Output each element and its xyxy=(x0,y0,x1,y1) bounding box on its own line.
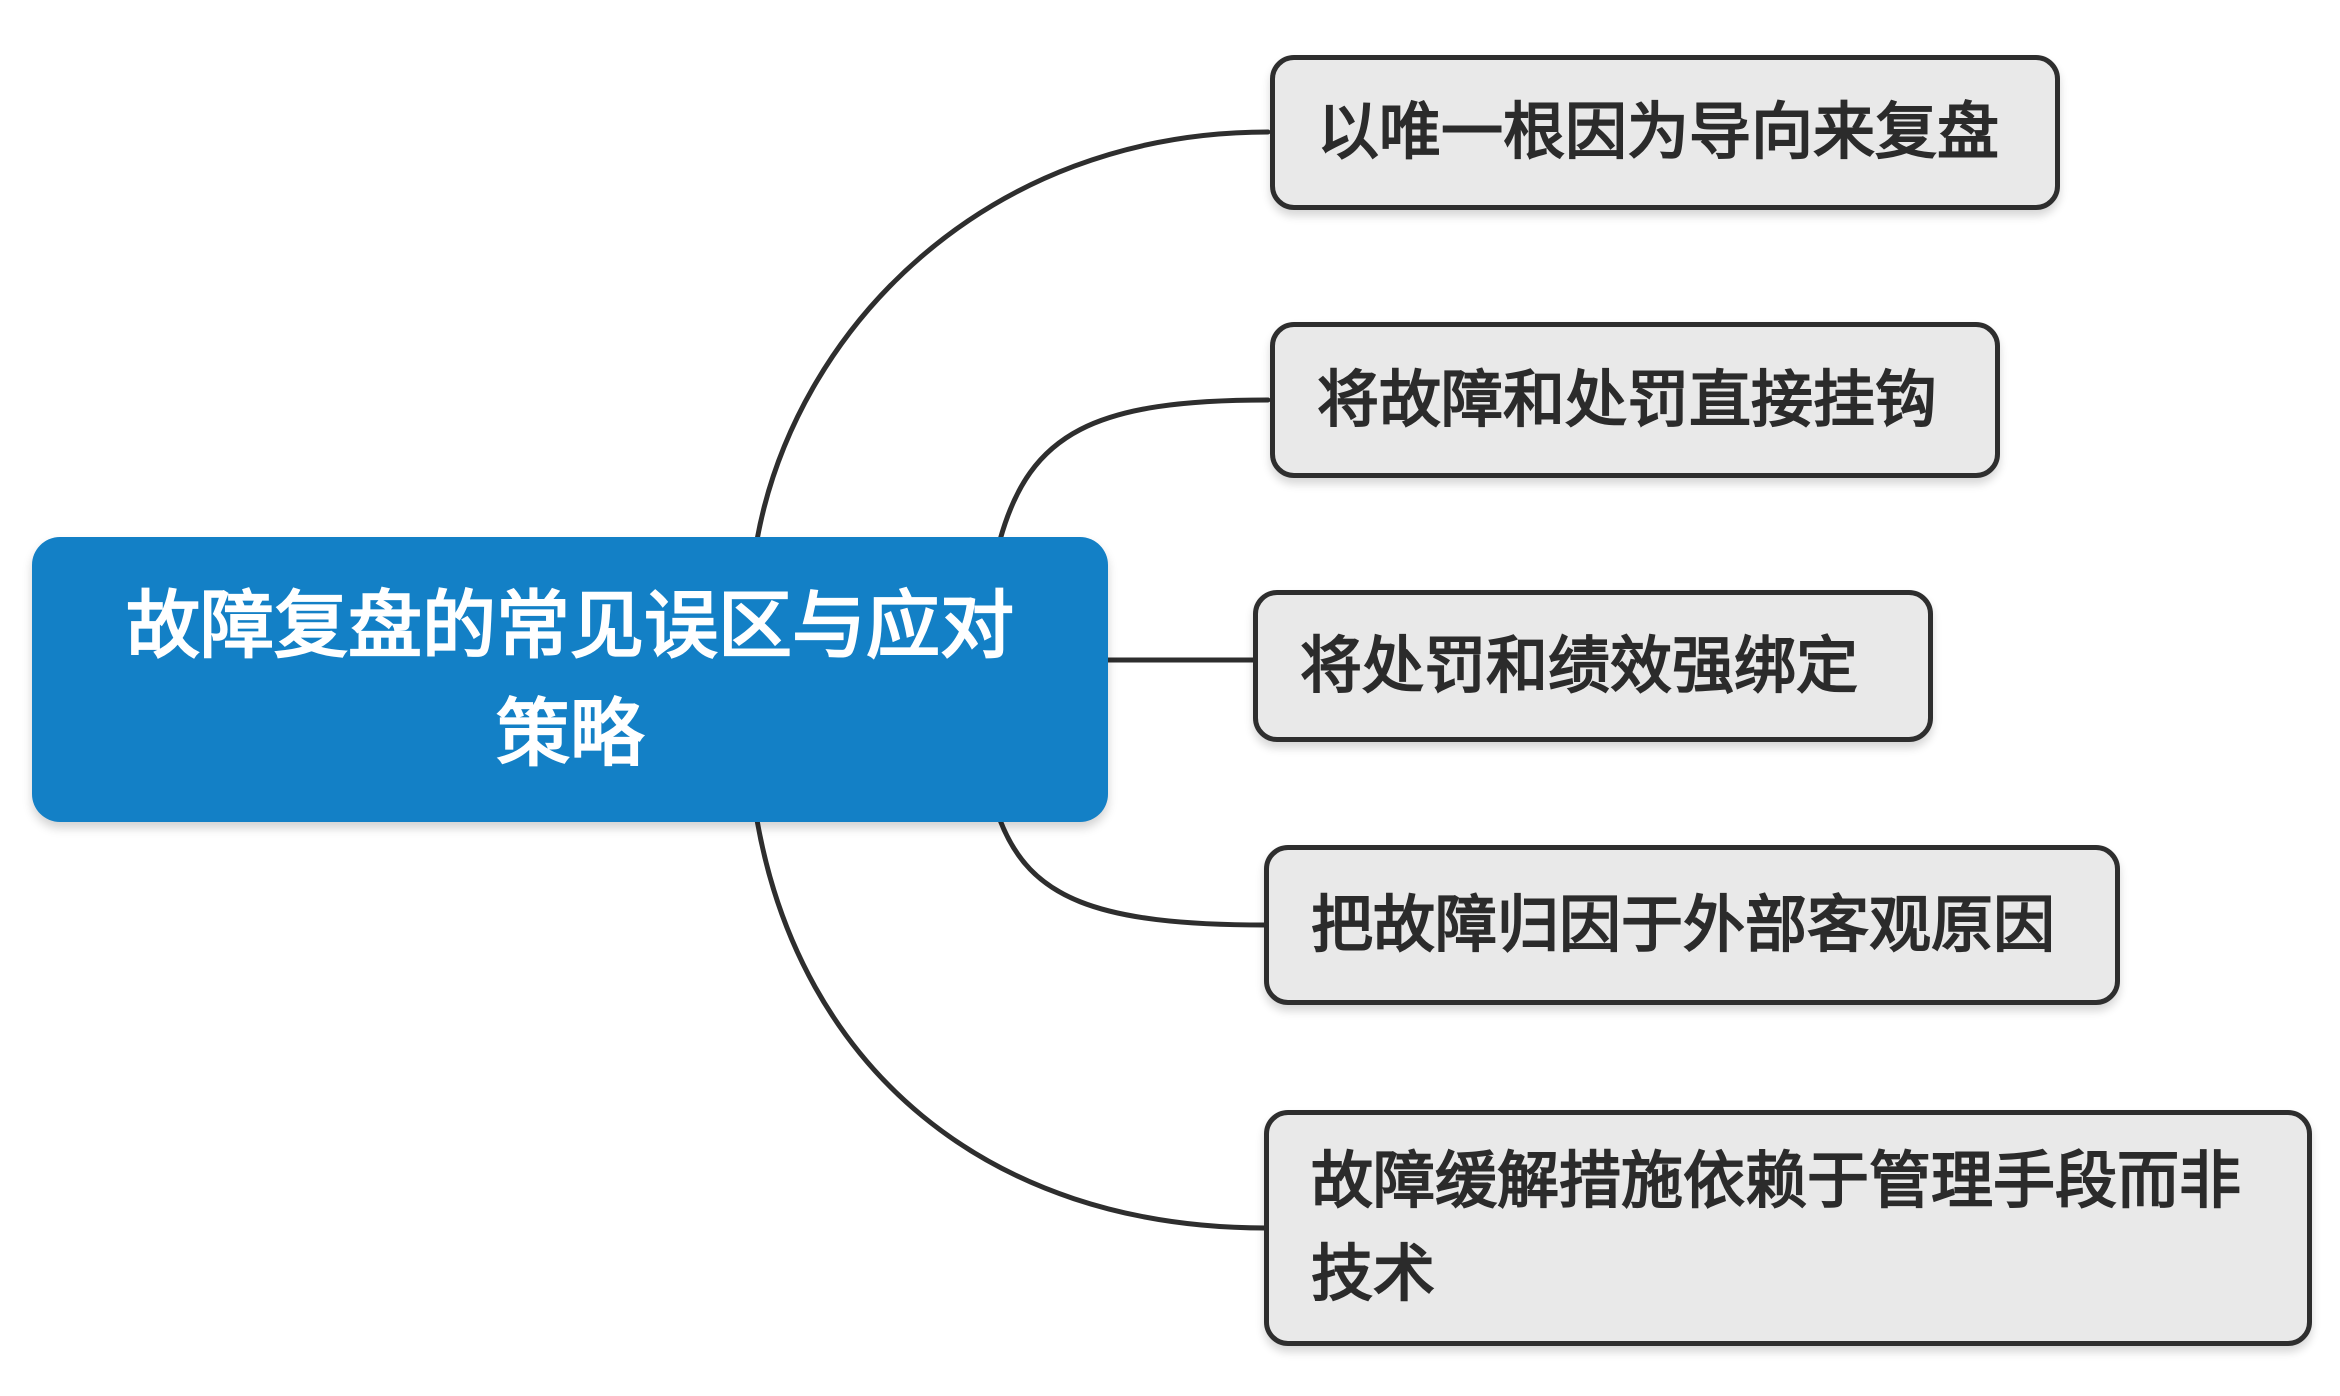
branch-node-fault-punishment-link[interactable]: 将故障和处罚直接挂钩 xyxy=(1270,322,2000,478)
branch-node-label: 将故障和处罚直接挂钩 xyxy=(1317,365,1938,435)
root-node-label-line-2: 策略 xyxy=(496,691,644,775)
branch-node-label-line-1: 故障缓解措施依赖于管理手段而非 xyxy=(1311,1147,2242,1216)
root-node[interactable]: 故障复盘的常见误区与应对 策略 xyxy=(32,537,1108,822)
branch-node-single-root-cause[interactable]: 以唯一根因为导向来复盘 xyxy=(1270,55,2060,210)
branch-node-external-attribution[interactable]: 把故障归因于外部客观原因 xyxy=(1264,845,2120,1005)
connector-line-branch-5 xyxy=(754,817,1269,1231)
branch-node-label: 将处罚和绩效强绑定 xyxy=(1300,631,1859,701)
branch-node-label-line-2: 技术 xyxy=(1311,1240,1436,1309)
branch-node-label: 把故障归因于外部客观原因 xyxy=(1311,890,2056,960)
connector-line-branch-2 xyxy=(997,397,1271,543)
branch-node-punishment-performance-binding[interactable]: 将处罚和绩效强绑定 xyxy=(1253,590,1933,742)
branch-node-label: 以唯一根因为导向来复盘 xyxy=(1317,98,2000,167)
root-node-label-line-1: 故障复盘的常见误区与应对 xyxy=(126,584,1014,668)
branch-node-management-over-technical[interactable]: 故障缓解措施依赖于管理手段而非 技术 xyxy=(1264,1110,2312,1346)
connector-line-branch-1 xyxy=(754,129,1271,543)
connector-line-branch-4 xyxy=(997,817,1269,928)
